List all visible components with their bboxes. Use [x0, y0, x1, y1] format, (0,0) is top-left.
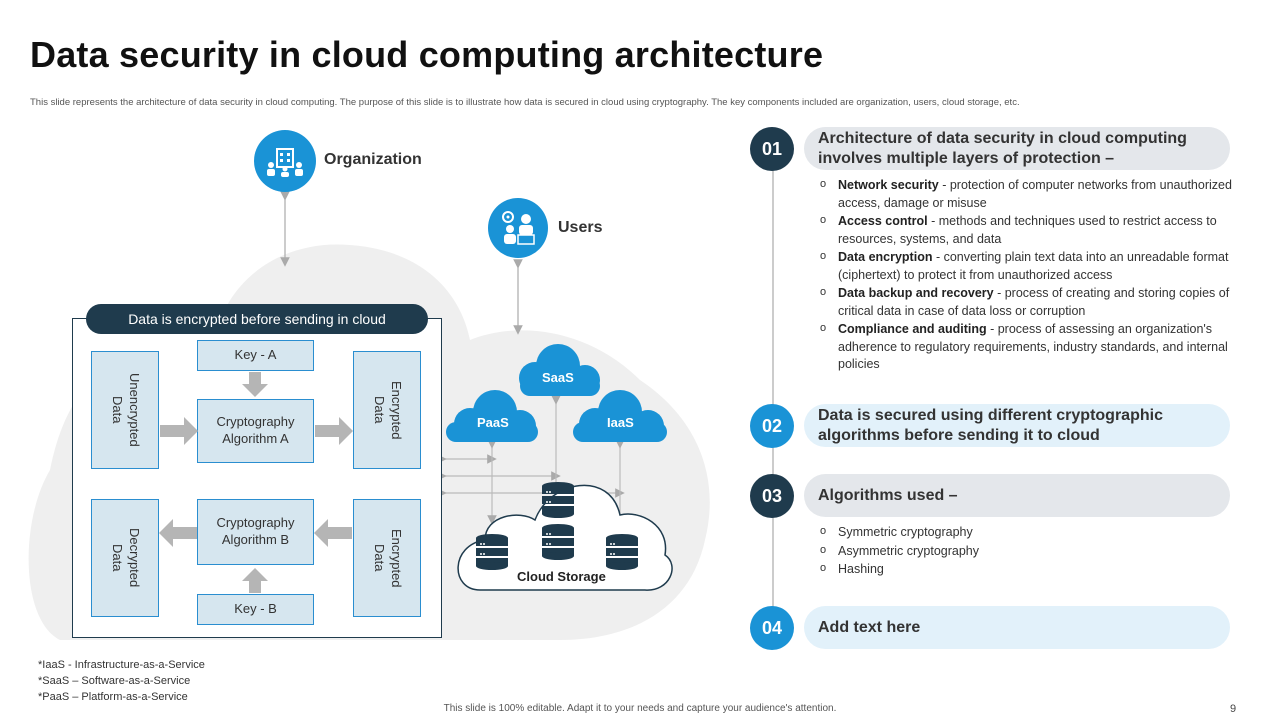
item-01-number: 01 [750, 127, 794, 171]
footnote-iaas: *IaaS - Infrastructure-as-a-Service [38, 659, 205, 671]
database-icons [476, 482, 638, 570]
encrypted-data-bottom-label: Encrypted Data [372, 528, 404, 588]
arrow-up-icon [242, 568, 268, 593]
bullet-term: Compliance and auditing [838, 322, 987, 336]
footnote-paas: *PaaS – Platform-as-a-Service [38, 691, 188, 703]
decrypted-data-label: Decrypted Data [110, 528, 142, 588]
database-icon [606, 534, 638, 570]
arrow-right-icon [315, 417, 353, 445]
users-label: Users [558, 219, 603, 236]
decrypted-data-box: Decrypted Data [91, 499, 159, 617]
arrow-down-icon [242, 372, 268, 397]
bullet-item: Symmetric cryptography [818, 524, 1218, 542]
footer-text: This slide is 100% editable. Adapt it to… [443, 703, 837, 714]
page-number: 9 [1230, 703, 1237, 715]
saas-label: SaaS [542, 370, 574, 385]
bullet-item: Access control - methods and techniques … [818, 213, 1238, 248]
encrypt-banner: Data is encrypted before sending in clou… [86, 304, 428, 334]
database-icon [476, 534, 508, 570]
iaas-cloud-icon [573, 390, 667, 442]
item-02-heading: Data is secured using different cryptogr… [804, 404, 1230, 447]
bullet-term: Network security [838, 178, 939, 192]
bullet-desc: - methods and techniques used to restric… [838, 214, 1217, 246]
algorithm-b-box: Cryptography Algorithm B [197, 499, 314, 565]
database-icon [542, 482, 574, 518]
footnote-saas: *SaaS – Software-as-a-Service [38, 675, 191, 687]
paas-cloud-icon [446, 390, 538, 442]
item-03-number: 03 [750, 474, 794, 518]
cloud-storage-label: Cloud Storage [517, 569, 606, 584]
organization-label: Organization [324, 151, 422, 168]
bullet-desc: - process of creating and storing copies… [838, 286, 1230, 318]
footnotes: *IaaS - Infrastructure-as-a-Service *Saa… [38, 657, 205, 705]
item-01-bullets: Network security - protection of compute… [818, 177, 1238, 375]
algorithm-a-box: Cryptography Algorithm A [197, 399, 314, 463]
saas-cloud-icon [519, 344, 600, 396]
bullet-term: Access control [838, 214, 928, 228]
page-title: Data security in cloud computing archite… [30, 34, 824, 75]
database-icon [542, 524, 574, 560]
bullet-desc: - converting plain text data into an unr… [838, 250, 1229, 282]
key-a-box: Key - A [197, 340, 314, 371]
arrow-left-icon [159, 519, 197, 547]
bullet-item: Asymmetric cryptography [818, 543, 1218, 561]
users-icon [488, 198, 548, 258]
bullet-desc: - protection of computer networks from u… [838, 178, 1232, 210]
key-b-box: Key - B [197, 594, 314, 625]
item-03-bullets: Symmetric cryptography Asymmetric crypto… [818, 524, 1218, 580]
encrypted-data-top-label: Encrypted Data [372, 380, 404, 440]
bullet-desc: - process of assessing an organization's… [838, 322, 1228, 371]
encrypted-data-bottom-box: Encrypted Data [353, 499, 421, 617]
bullet-item: Data encryption - converting plain text … [818, 249, 1238, 284]
organization-icon [254, 130, 316, 192]
encrypted-data-top-box: Encrypted Data [353, 351, 421, 469]
flow-arrows [159, 372, 353, 593]
item-04-number: 04 [750, 606, 794, 650]
arrow-right-icon [160, 417, 198, 445]
unencrypted-data-box: Unencrypted Data [91, 351, 159, 469]
bullet-item: Network security - protection of compute… [818, 177, 1238, 212]
item-02-number: 02 [750, 404, 794, 448]
bullet-item: Compliance and auditing - process of ass… [818, 321, 1238, 374]
page-subtitle: This slide represents the architecture o… [30, 97, 1020, 108]
iaas-label: IaaS [607, 415, 634, 430]
unencrypted-data-label: Unencrypted Data [110, 373, 142, 447]
item-03-heading: Algorithms used – [804, 474, 1230, 517]
timeline-line [772, 150, 774, 630]
arrow-left-icon [314, 519, 352, 547]
paas-label: PaaS [477, 415, 509, 430]
item-01-heading: Architecture of data security in cloud c… [804, 127, 1230, 170]
item-04-heading: Add text here [804, 606, 1230, 649]
bullet-term: Data encryption [838, 250, 933, 264]
bullet-item: Data backup and recovery - process of cr… [818, 285, 1238, 320]
bullet-item: Hashing [818, 561, 1218, 579]
bullet-term: Data backup and recovery [838, 286, 994, 300]
